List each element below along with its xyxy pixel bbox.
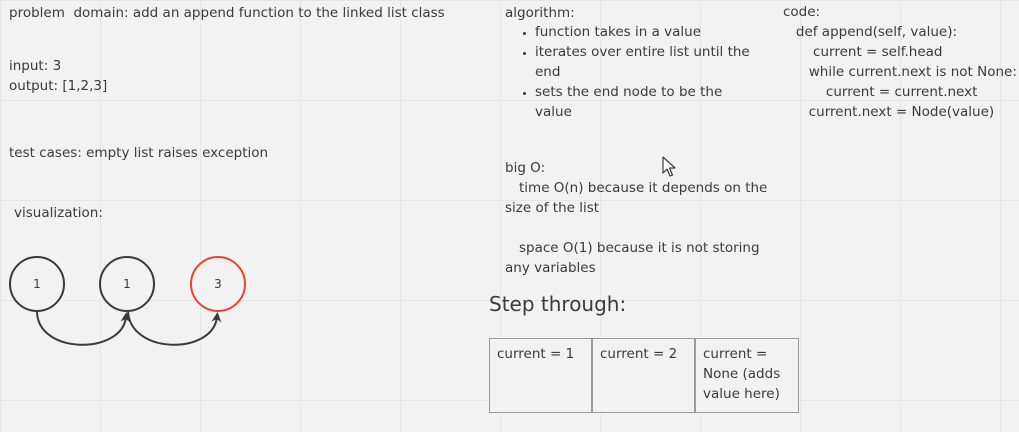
code-line: current = current.next [783,84,978,100]
step-cell: current = 2 [593,339,696,412]
mouse-cursor-icon [662,156,676,177]
step-through-title: Step through: [489,292,627,316]
code-line: def append(self, value): [783,24,958,40]
output-text: output: [1,2,3] [9,78,108,94]
node-circle-2 [99,256,155,312]
big-o-heading: big O: [505,160,546,176]
pointer-arrow-2-to-3 [127,310,222,346]
code-line: current.next = Node(value) [783,104,995,120]
big-o-space-text: space O(1) because it is not storing any… [505,240,760,276]
linked-list-visualization: 1 1 3 [9,256,246,346]
visualization-label: visualization: [14,205,103,221]
node-circle-3 [190,256,246,312]
big-o-time-text: time O(n) because it depends on the size… [505,180,768,216]
problem-domain-text: problem domain: add an append function t… [9,5,445,21]
algorithm-step: function takes in a value [535,22,750,42]
node-label-3: 3 [214,277,222,291]
step-cell: current = None (adds value here) [703,346,781,402]
algorithm-steps-list: function takes in a value iterates over … [505,22,750,122]
algorithm-heading: algorithm: [505,5,575,21]
code-block: code: def append(self, value): current =… [783,2,1017,122]
algorithm-step: iterates over entire list until the end [535,42,750,82]
code-line: current = self.head [783,44,943,60]
algorithm-step: sets the end node to be the value [535,82,750,122]
test-cases-text: test cases: empty list raises exception [9,145,269,161]
step-cell: current = 1 [490,339,593,412]
pointer-arrow-1-to-2 [36,310,131,346]
code-heading: code: [783,4,821,20]
node-label-1: 1 [33,277,41,291]
input-text: input: 3 [9,58,62,74]
node-label-2: 1 [123,277,131,291]
code-line: while current.next is not None: [783,64,1017,80]
step-through-table: current = 1 current = 2 current = None (… [489,338,799,413]
